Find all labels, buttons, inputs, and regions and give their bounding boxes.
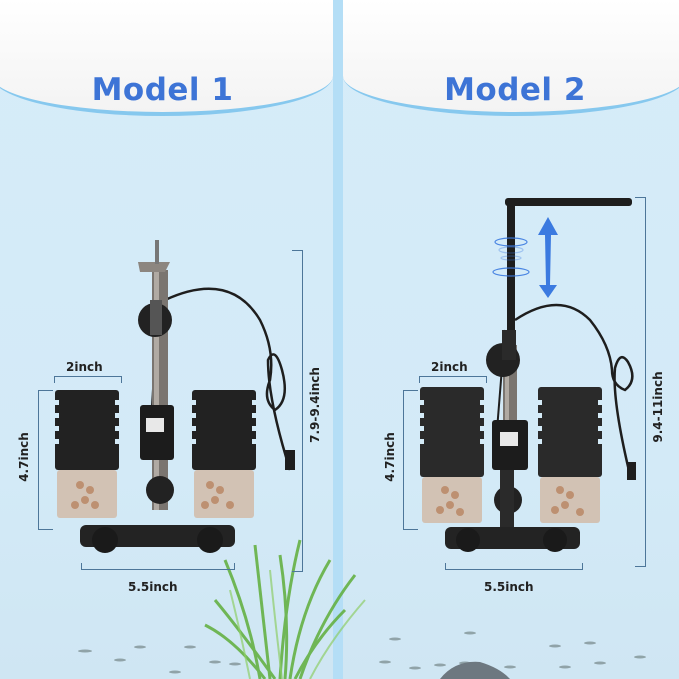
- power-cord-icon: [514, 303, 634, 476]
- model-2-header: Model 2: [343, 0, 679, 116]
- right-sponge-filter-icon: [538, 387, 602, 523]
- model-2-width-base-bracket: [445, 563, 583, 570]
- spray-bar-icon: [505, 198, 632, 206]
- model-2-height-sponge-bracket: [403, 390, 418, 530]
- panel-divider: [333, 0, 343, 679]
- model-1-width-base-bracket: [81, 563, 235, 570]
- left-sponge-filter-icon: [55, 390, 119, 518]
- model-2-width-top-label: 2inch: [431, 360, 468, 374]
- model-1-title: Model 1: [91, 72, 234, 108]
- left-sponge-filter-icon: [420, 387, 484, 523]
- model-1-width-base-label: 5.5inch: [128, 580, 178, 594]
- model-2-title: Model 2: [444, 72, 586, 108]
- power-cord-icon: [164, 287, 292, 471]
- model-2-width-top-bracket: [419, 376, 487, 383]
- model-2-height-sponge-label: 4.7inch: [383, 432, 397, 482]
- rock-icon: [440, 661, 510, 679]
- model-1-width-top-bracket: [54, 376, 122, 383]
- model-2-width-base-label: 5.5inch: [484, 580, 534, 594]
- model-1-width-top-label: 2inch: [66, 360, 103, 374]
- power-plug-icon: [285, 450, 295, 470]
- height-adjust-arrow-icon: [538, 217, 558, 298]
- right-sponge-filter-icon: [192, 390, 256, 518]
- model-1-height-sponge-bracket: [38, 390, 53, 530]
- model-1-total-height-bracket: [292, 250, 303, 572]
- model-2-total-height-label: 9.4-11inch: [651, 371, 665, 443]
- rotation-indicator-icon: [492, 237, 530, 277]
- model-1-header: Model 1: [0, 0, 333, 116]
- model-2-total-height-bracket: [635, 197, 646, 567]
- power-plug-icon: [627, 462, 636, 480]
